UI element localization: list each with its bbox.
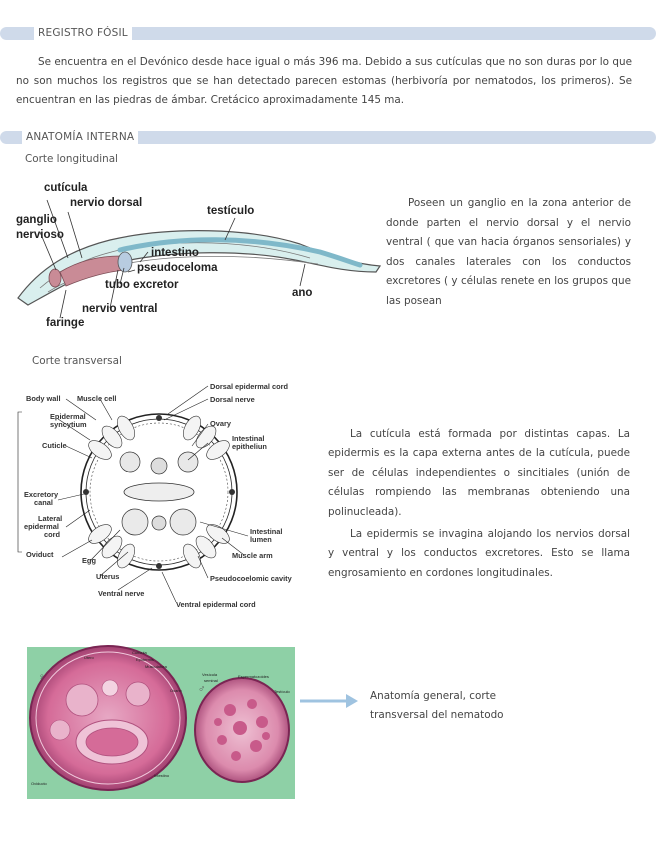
label-muscle-arm: Muscle arm	[232, 551, 273, 560]
transversal-description-1: La cutícula está formada por distintas c…	[328, 428, 630, 518]
label-faringe: faringe	[46, 317, 85, 329]
micro-label-vesicula-2: seminal	[204, 678, 218, 683]
micro-label-epidermis: Epidermis	[136, 657, 154, 662]
micro-label-intestino: Intestino	[154, 773, 170, 778]
micro-label-espermatozoides: Espermatozoides	[238, 674, 269, 679]
label-ventral-epidermal-cord: Ventral epidermal cord	[176, 600, 256, 609]
label-ovary: Ovary	[210, 419, 231, 428]
label-nervio-dorsal: nervio dorsal	[70, 197, 143, 209]
label-intestinal-epithelium-1: Intestinal	[232, 434, 265, 443]
micro-label-oviducto: Oviducto	[31, 781, 47, 786]
label-dorsal-epidermal-cord: Dorsal epidermal cord	[210, 382, 289, 391]
transversal-description-2: La epidermis se invagina alojando los ne…	[328, 528, 630, 579]
label-lateral-epidermal-cord-3: cord	[44, 530, 61, 539]
subtitle-longitudinal: Corte longitudinal	[25, 153, 118, 165]
label-nervioso: nervioso	[16, 229, 64, 241]
label-lateral-epidermal-cord-1: Lateral	[38, 514, 63, 523]
label-intestinal-epithelium-2: epitheliun	[232, 442, 267, 451]
label-ganglio: ganglio	[16, 214, 57, 226]
section-heading-anatomy: ANATOMÍA INTERNA	[22, 130, 139, 144]
micrograph-caption: Anatomía general, corte transversal del …	[370, 690, 504, 721]
label-tubo-excretor: tubo excretor	[105, 279, 179, 291]
longitudinal-description: Poseen un ganglio en la zona anterior de…	[386, 197, 631, 307]
label-egg: Egg	[82, 556, 96, 565]
label-pseudocoelomic-cavity: Pseudocoelomic cavity	[210, 574, 292, 583]
section-band-anatomy	[0, 131, 656, 144]
label-uterus: Uterus	[96, 572, 120, 581]
section-heading-fossil: REGISTRO FÓSIL	[34, 26, 132, 40]
micro-label-vesicula-1: Vesícula	[202, 672, 218, 677]
fossil-paragraph: Se encuentra en el Devónico desde hace i…	[16, 56, 632, 107]
label-intestino: intestino	[151, 247, 199, 259]
label-excretory-canal-2: canal	[34, 498, 53, 507]
label-muscle-cell: Muscle cell	[77, 394, 117, 403]
label-oviduct: Oviduct	[26, 550, 54, 559]
micro-label-testiculo: Testículo	[274, 689, 290, 694]
label-ventral-nerve: Ventral nerve	[98, 589, 145, 598]
section-band-fossil	[0, 27, 656, 40]
micro-label-musculatura: Musculatura	[145, 664, 167, 669]
label-cuticle: Cuticle	[42, 441, 67, 450]
micro-label-utero: Útero	[84, 655, 94, 660]
male-symbol: ♂	[198, 684, 206, 695]
label-dorsal-nerve: Dorsal nerve	[210, 395, 255, 404]
female-symbol: ♀	[38, 672, 46, 683]
label-lateral-epidermal-cord-2: epidermal	[24, 522, 59, 531]
label-intestinal-lumen-2: lumen	[250, 535, 272, 544]
subtitle-transversal: Corte transversal	[32, 355, 122, 367]
label-epidermal-syncytium-2: syncytium	[50, 420, 87, 429]
micro-label-cuticula: Cutícula	[132, 650, 147, 655]
label-cuticula: cutícula	[44, 182, 88, 194]
micro-label-ovario: Ovario	[170, 688, 182, 693]
label-excretory-canal-1: Excretory	[24, 490, 59, 499]
label-testiculo: testículo	[207, 205, 255, 217]
label-pseudoceloma: pseudoceloma	[137, 262, 218, 274]
label-nervio-ventral: nervio ventral	[82, 303, 158, 315]
label-body-wall: Body wall	[26, 394, 61, 403]
label-intestinal-lumen-1: Intestinal	[250, 527, 283, 536]
label-ano: ano	[292, 287, 313, 299]
label-epidermal-syncytium-1: Epidermal	[50, 412, 86, 421]
